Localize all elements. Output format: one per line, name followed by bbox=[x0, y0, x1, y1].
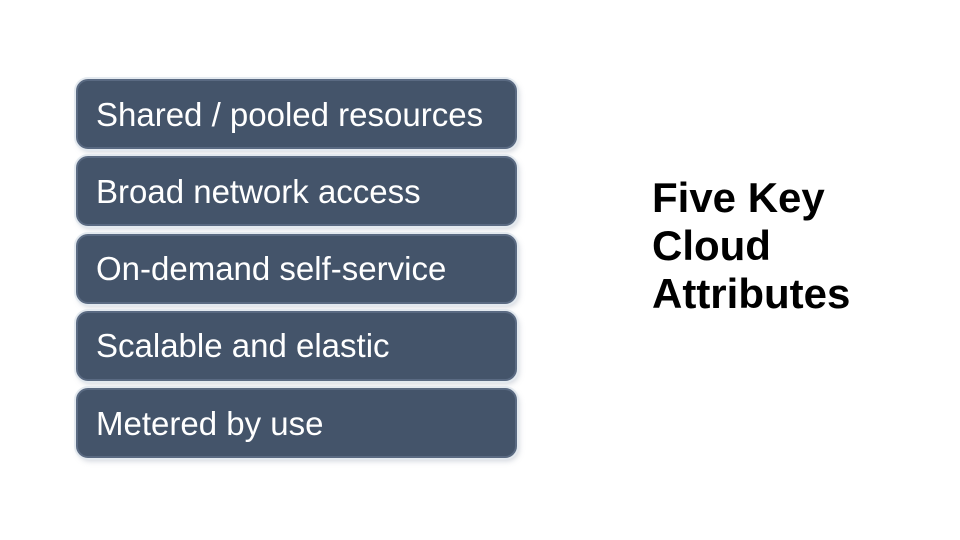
attribute-label: Scalable and elastic bbox=[96, 327, 390, 365]
slide-title-line: Cloud bbox=[652, 222, 771, 269]
slide-title: Five Key Cloud Attributes bbox=[652, 174, 882, 318]
slide-title-line: Five Key bbox=[652, 174, 825, 221]
attribute-label: Broad network access bbox=[96, 172, 421, 210]
attribute-box-on-demand-self-service: On-demand self-service bbox=[76, 233, 517, 304]
attribute-label: On-demand self-service bbox=[96, 250, 447, 288]
attribute-list: Shared / pooled resources Broad network … bbox=[76, 79, 517, 459]
slide-title-line: Attributes bbox=[652, 270, 851, 317]
attribute-label: Shared / pooled resources bbox=[96, 95, 484, 133]
attribute-box-shared-pooled-resources: Shared / pooled resources bbox=[76, 79, 517, 149]
attribute-box-broad-network-access: Broad network access bbox=[76, 156, 517, 227]
attribute-box-scalable-and-elastic: Scalable and elastic bbox=[76, 310, 517, 381]
attribute-box-metered-by-use: Metered by use bbox=[76, 388, 517, 459]
attribute-label: Metered by use bbox=[96, 404, 324, 442]
